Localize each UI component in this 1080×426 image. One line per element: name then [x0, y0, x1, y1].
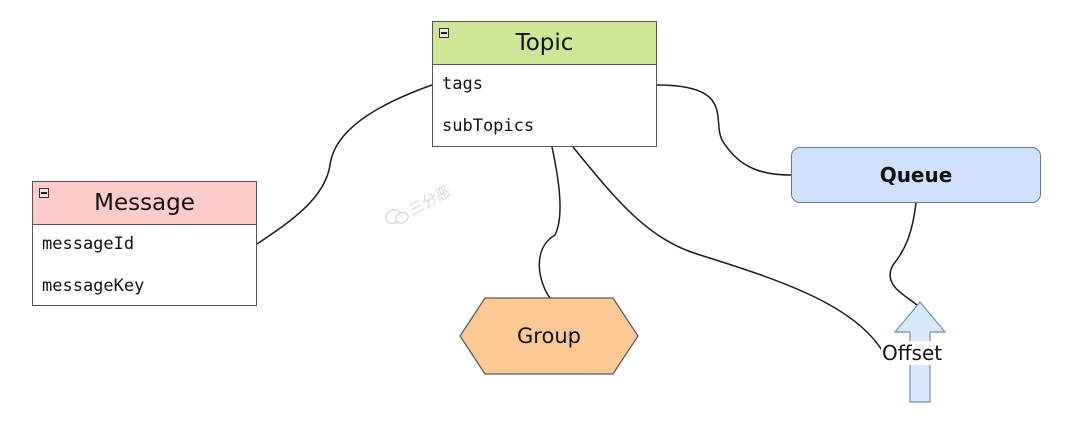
connector-topic-queue [656, 84, 792, 176]
watermark: 三分恶 [379, 152, 504, 244]
queue-node[interactable]: Queue [791, 147, 1041, 203]
message-field-messageid: messageId [42, 234, 135, 254]
topic-field-subtopics: subTopics [442, 116, 535, 136]
connector-topic-group [538, 146, 561, 299]
topic-entity[interactable]: Topic tags subTopics [432, 21, 657, 147]
group-hexagon [459, 297, 639, 375]
connector-topic-message [256, 84, 433, 245]
message-header: Message [33, 182, 256, 225]
connector-topic-offset [572, 146, 884, 353]
topic-field-tags: tags [442, 74, 483, 94]
topic-header: Topic [433, 22, 656, 65]
connector-queue-offset [889, 202, 918, 306]
message-entity[interactable]: Message messageId messageKey [32, 181, 257, 306]
offset-label: Offset [881, 341, 944, 365]
group-label: Group [517, 324, 581, 348]
message-title: Message [94, 190, 195, 216]
topic-title: Topic [515, 30, 574, 56]
collapse-toggle-icon[interactable] [439, 28, 449, 38]
message-field-messagekey: messageKey [42, 276, 145, 296]
wechat-icon [385, 209, 409, 225]
collapse-toggle-icon[interactable] [39, 188, 49, 198]
